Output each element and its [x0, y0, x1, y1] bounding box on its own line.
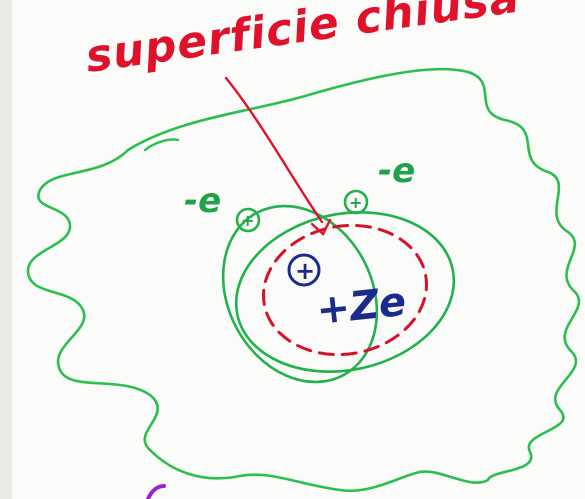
electron-left: + -e — [184, 181, 261, 233]
electron-right-symbol: + — [349, 193, 362, 212]
surface-arrow — [224, 76, 324, 224]
nucleus-label: +Ze — [314, 279, 408, 334]
electron-right: + -e — [343, 151, 415, 215]
electron-left-label: -e — [184, 181, 221, 221]
boundary-tick — [143, 138, 180, 152]
electron-right-circle — [343, 189, 369, 215]
nucleus: + +Ze — [287, 253, 408, 334]
electron-left-symbol: + — [241, 211, 254, 230]
arrow-down-icon — [310, 218, 332, 236]
outer-boundary — [26, 67, 581, 493]
orbit-right — [234, 211, 456, 373]
electron-right-label: -e — [378, 151, 415, 191]
circled-plus-icon — [287, 253, 321, 287]
dashed-closed-surface — [261, 223, 429, 357]
ink-mark — [146, 484, 166, 499]
board-edge — [0, 0, 12, 499]
electron-left-circle — [235, 207, 261, 233]
nucleus-symbol: + — [295, 257, 315, 285]
